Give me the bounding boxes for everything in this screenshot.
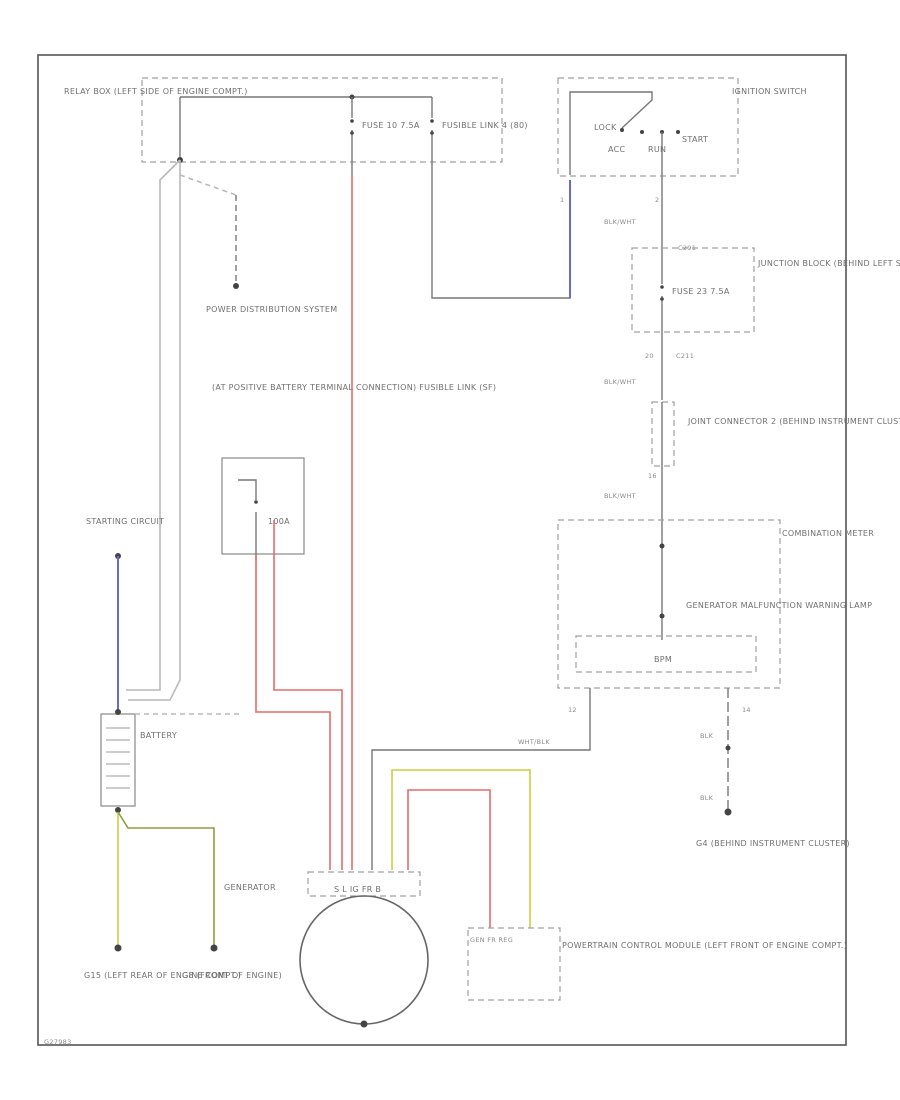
generator-lamp-label: GENERATOR MALFUNCTION WARNING LAMP [686,601,872,610]
starting-circuit-label: STARTING CIRCUIT [86,517,164,526]
wire-meter-to-generator [371,688,591,870]
pin-1: 1 [560,196,564,204]
generator-label: GENERATOR [224,883,276,892]
wire-link-to-generator-b [273,520,343,870]
ign-run-label: RUN [648,145,666,154]
relay-box-text: RELAY BOX (LEFT SIDE OF ENGINE COMPT.) [64,87,248,96]
meter-node [659,543,665,549]
battery-label: BATTERY [140,731,177,740]
ign-acc-contact [640,130,644,134]
ignition-switch-box [557,77,739,177]
fusible-link-contact [430,119,434,123]
figure-code: G27983 [44,1038,72,1046]
relay-box [141,77,503,163]
pcm-box [467,927,561,1001]
generator-symbol [299,895,429,1025]
wire-generator-to-pcm-yellow [391,769,531,928]
g4-label: G4 (BEHIND INSTRUMENT CLUSTER) [696,839,850,848]
battery-positive [115,709,121,715]
pin-14: 14 [742,706,751,714]
battery-negative [115,807,121,813]
joint-connector-box [651,401,675,467]
ground-g15 [114,944,122,952]
ign-lock-contact [620,128,624,132]
wire-fusible-to-ignition [431,175,571,299]
wire-blk-2: BLK [700,794,714,802]
link-100a-label: 100A [268,517,290,526]
pcm-label: POWERTRAIN CONTROL MODULE (LEFT FRONT OF… [562,941,847,950]
pin-16: 16 [648,472,657,480]
blk-node [725,745,731,751]
wire-blkwht-3: BLK/WHT [604,492,636,500]
power-dist-node [233,283,239,289]
ground-g8 [210,944,218,952]
g8-label: G8 (FRONT OF ENGINE) [182,971,282,980]
fusible-link-contact [430,131,434,135]
positive-terminal-label: (AT POSITIVE BATTERY TERMINAL CONNECTION… [212,383,496,392]
pcm-header: GEN FR REG [470,936,513,944]
ground-g4 [724,808,732,816]
wire-relay-to-battery-b [128,160,181,701]
bpm-label: BPM [654,655,672,664]
fusible-link-label: FUSIBLE LINK 4 (80) [442,121,528,130]
ignition-switch-label: IGNITION SWITCH [732,87,807,96]
wire-blk-1: BLK [700,732,714,740]
link-100a-symbol [238,479,257,560]
positive-fusible-link-box [221,457,305,555]
joint-connector-label: JOINT CONNECTOR 2 (BEHIND INSTRUMENT CLU… [687,417,900,426]
wire-generator-to-pcm-red [407,789,491,928]
combination-meter-label: COMBINATION METER [782,529,874,538]
g15-label: G15 (LEFT REAR OF ENGINE COMPT.) [84,971,241,980]
link-100a-contact [254,500,258,504]
wire-blkwht-1: BLK/WHT [604,218,636,226]
wire-whtblk: WHT/BLK [518,738,550,746]
fuse-10-contact [350,119,354,123]
diagram-frame [37,54,847,1046]
bpm-box [575,635,757,673]
generator-ground [360,1020,368,1028]
ignition-contact [569,91,653,175]
junction-block-box [631,247,755,333]
c291-label: C291 [678,244,696,252]
pin-12: 12 [568,706,577,714]
ign-start-contact [676,130,680,134]
wire-link-to-generator-a [255,556,331,870]
fuse-23-label: FUSE 23 7.5A [672,287,730,296]
fuse-23-contact [660,297,664,301]
ign-acc-label: ACC [608,145,626,154]
power-distribution-label: POWER DISTRIBUTION SYSTEM [206,305,337,314]
wire-battery-to-g8 [117,811,215,946]
combination-meter-box [557,519,781,689]
ign-start-label: START [682,135,708,144]
generator-terminals: S L IG FR B [334,885,381,894]
wire-blkwht-2: BLK/WHT [604,378,636,386]
fuse-10-contact [350,131,354,135]
relay-box-label: RELAY BOX (LEFT SIDE OF ENGINE COMPT.) [64,87,248,96]
ign-lock-label: LOCK [594,123,617,132]
fuse-10-label: FUSE 10 7.5A [362,121,420,130]
pin-20: 20 [645,352,654,360]
fuse-23-contact [660,285,664,289]
pin-2: 2 [655,196,659,204]
battery-cells [106,727,130,789]
lamp-node [659,613,665,619]
wire-relay-to-power [179,174,237,196]
junction-block-label: JUNCTION BLOCK (BEHIND LEFT SIDE OF DASH… [757,259,900,268]
wire-relay-to-battery-a [126,159,181,691]
c211-label: C211 [676,352,694,360]
